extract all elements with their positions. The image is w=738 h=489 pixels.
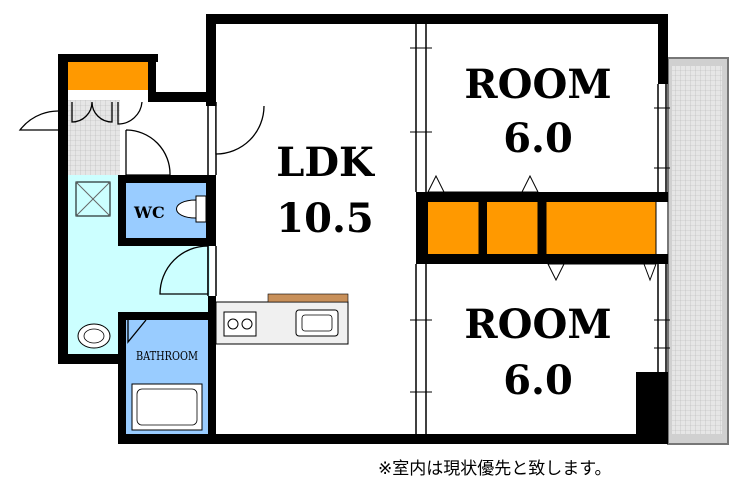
balcony	[667, 57, 729, 445]
stove-icon	[223, 311, 257, 337]
door-swing-icon	[18, 101, 265, 344]
closet-storage	[66, 62, 657, 256]
wc-label: WC	[133, 203, 165, 222]
room1-name-label: ROOM	[464, 61, 611, 108]
ldk-size-label: 10.5	[276, 195, 373, 242]
sink-icon	[295, 309, 339, 337]
ldk-name-label: LDK	[276, 139, 375, 186]
room1-size-label: 6.0	[503, 115, 573, 162]
toilet-icon	[176, 195, 207, 223]
entrance-tile	[68, 100, 120, 175]
ldk-floor	[210, 18, 416, 438]
room2-size-label: 6.0	[503, 357, 573, 404]
window-ticks	[410, 47, 670, 393]
disclaimer-note: ※室内は現状優先と致します。	[378, 459, 612, 479]
partitions	[207, 22, 667, 434]
bathroom-label: BATHROOM	[136, 349, 198, 363]
kitchen-counter	[215, 293, 349, 345]
bathtub-icon	[131, 383, 203, 431]
washer-pan	[75, 181, 111, 217]
room2-name-label: ROOM	[464, 301, 611, 348]
door-marks	[427, 174, 657, 282]
walls	[58, 14, 668, 444]
washbasin-icon	[77, 323, 111, 349]
